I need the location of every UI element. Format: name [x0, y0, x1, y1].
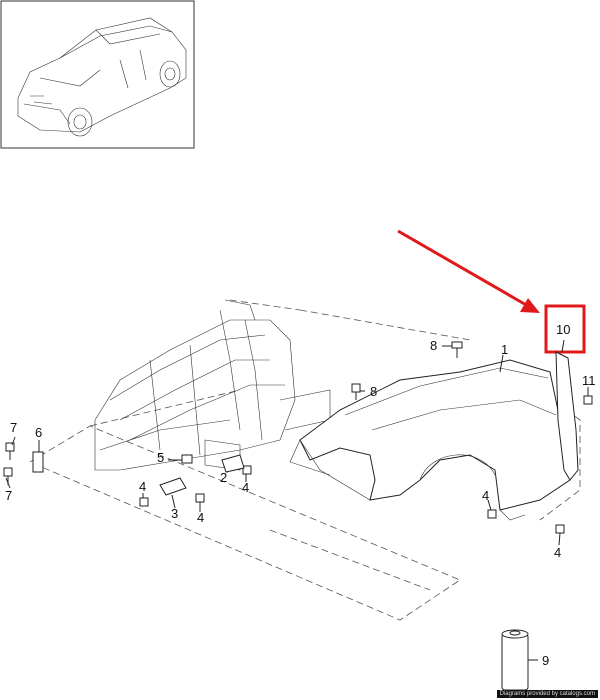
leader-lines [5, 345, 589, 546]
callout-4c: 4 [242, 480, 249, 495]
callout-labels: 1 2 3 4 4 4 4 4 5 6 7 7 8 8 9 10 11 [5, 322, 596, 668]
body-structure [94, 299, 331, 471]
seal-strip [555, 339, 579, 481]
callout-7b: 7 [5, 488, 12, 503]
vehicle-thumbnail [0, 0, 195, 149]
screw-4b [195, 493, 205, 503]
screw-7a [5, 442, 15, 460]
callout-5: 5 [157, 450, 164, 465]
callout-9: 9 [542, 653, 549, 668]
clip-5 [181, 454, 193, 464]
highlight-arrow [397, 229, 540, 313]
screw-8b [351, 383, 361, 400]
callout-4e: 4 [554, 545, 561, 560]
screw-4a [139, 497, 149, 507]
callout-10: 10 [556, 322, 570, 337]
screw-4d [487, 509, 497, 519]
screw-11 [583, 395, 593, 405]
screw-4e [555, 524, 565, 534]
callout-1: 1 [501, 342, 508, 357]
bracket-2 [221, 454, 245, 473]
callout-2: 2 [220, 470, 227, 485]
bracket-3 [159, 477, 187, 496]
callout-11: 11 [582, 373, 596, 388]
callout-4d: 4 [482, 488, 489, 503]
fender-panel [289, 359, 571, 521]
callout-4a: 4 [139, 479, 146, 494]
callout-8b: 8 [370, 384, 377, 399]
touchup-tube [501, 629, 538, 691]
highlight-box [544, 304, 586, 354]
callout-7a: 7 [10, 420, 17, 435]
vehicle-sketch [17, 17, 187, 137]
credit-label: Diagrams provided by catalogs.com [496, 690, 598, 698]
bracket-6 [32, 451, 44, 473]
callout-6: 6 [35, 425, 42, 440]
callout-4b: 4 [197, 510, 204, 525]
callout-3: 3 [171, 506, 178, 521]
screw-8a [451, 341, 463, 358]
callout-8a: 8 [430, 338, 437, 353]
screw-4c [242, 465, 252, 475]
fasteners [3, 341, 593, 534]
